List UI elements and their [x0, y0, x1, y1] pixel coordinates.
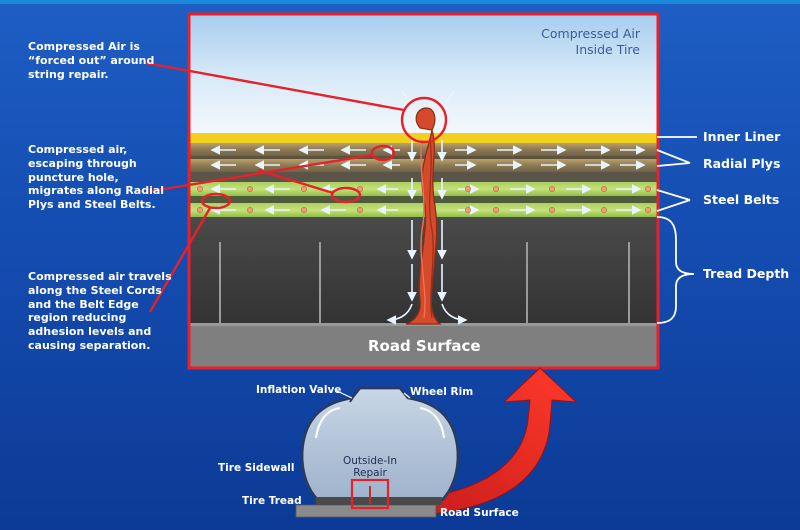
compressed-air-label: Compressed Air Inside Tire: [541, 26, 640, 58]
tread-depth-label: Tread Depth: [703, 266, 790, 281]
connector-arrow: [389, 367, 578, 517]
road-surface-label: Road Surface: [368, 337, 481, 355]
string-repair-plug: [405, 107, 442, 325]
callout-steel-cords: Compressed air travels along the Steel C…: [28, 270, 172, 352]
tire-tread-label: Tire Tread: [242, 495, 302, 507]
downward-air-arrows: [386, 91, 468, 325]
inner-liner-layer: [190, 133, 657, 143]
repair-highlight-box: [350, 478, 390, 510]
tire-body: [301, 386, 459, 502]
callout-leaders: [145, 61, 405, 313]
callout-escaping: Compressed air, escaping through punctur…: [28, 143, 165, 211]
mini-road-surface: [295, 504, 437, 518]
inner-liner-label: Inner Liner: [703, 129, 781, 144]
steel-belts-label: Steel Belts: [703, 192, 780, 207]
layer-leaders: [656, 136, 697, 324]
tire-label-leaders: [336, 390, 411, 399]
outside-in-repair-label: Outside-In Repair: [342, 455, 398, 480]
steel-cord-dots: [197, 186, 651, 213]
radial-plys-label: Radial Plys: [703, 156, 781, 171]
wheel-rim-label: Wheel Rim: [410, 386, 474, 398]
cross-section-panel: [187, 12, 660, 370]
mini-road-surface-label: Road Surface: [440, 507, 519, 519]
callout-circles: [200, 96, 448, 210]
tire-cross-section: [295, 386, 459, 518]
callout-forced-out: Compressed Air is “forced out” around st…: [28, 40, 155, 81]
inflation-valve-label: Inflation Valve: [256, 384, 342, 396]
mini-tread: [316, 497, 442, 505]
tire-sidewall-label: Tire Sidewall: [218, 462, 295, 474]
top-accent-bar: [0, 0, 800, 4]
road-surface-block: [190, 323, 657, 367]
inflation-valve-stem: [349, 393, 356, 403]
